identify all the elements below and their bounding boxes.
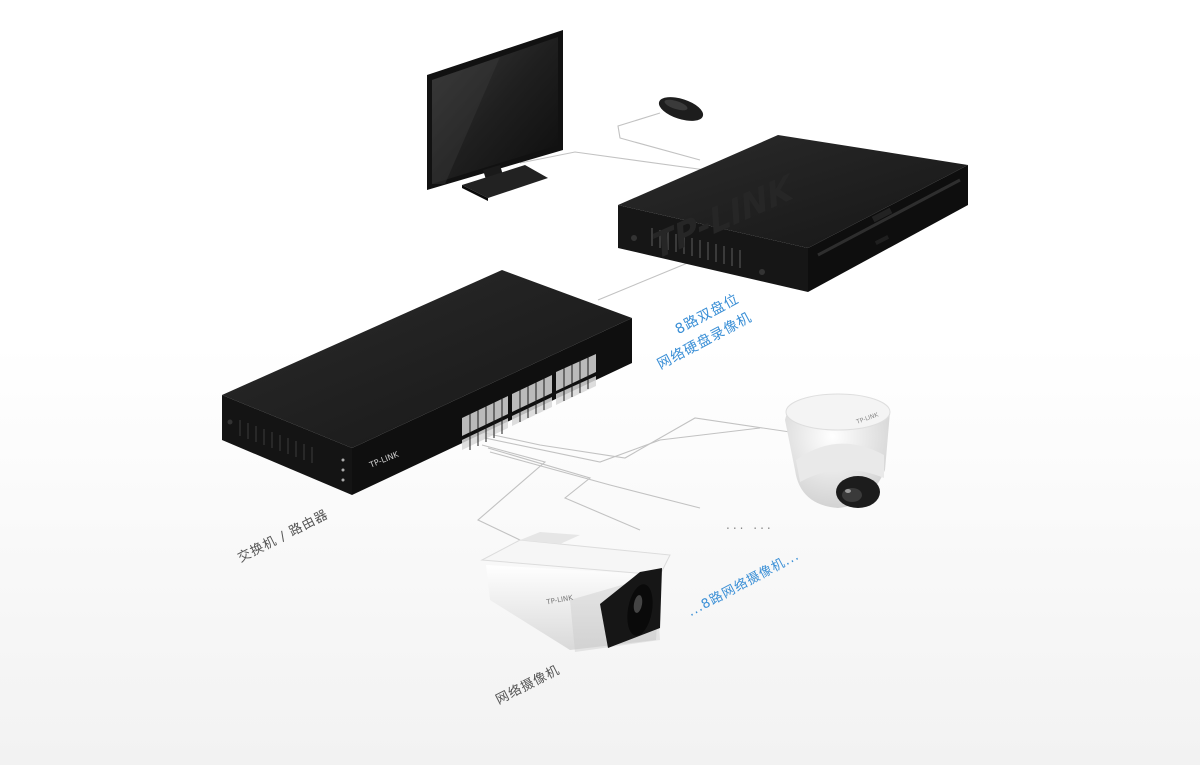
switch-ports xyxy=(462,354,596,450)
mouse xyxy=(658,97,704,121)
monitor xyxy=(427,30,563,201)
cable-switch-bullet xyxy=(477,444,547,541)
network-switch: TP-LINK xyxy=(222,270,632,495)
dome-camera: TP-LINK xyxy=(785,393,891,508)
cables xyxy=(477,112,791,541)
cable-mouse-nvr xyxy=(617,112,701,161)
nvr-recorder: TP-LINK xyxy=(618,135,968,292)
bullet-camera: TP-LINK xyxy=(480,532,671,652)
cable-switch-nvr xyxy=(597,261,691,301)
switch-vent xyxy=(239,420,313,463)
cable-switch-cam3 xyxy=(484,427,761,463)
cable-switch-cam4 xyxy=(487,447,641,531)
cable-switch-cam5 xyxy=(489,451,701,509)
cable-switch-dome xyxy=(479,417,791,459)
label-more-dots: ... ... xyxy=(726,518,774,532)
nvr-vent xyxy=(651,228,741,268)
cable-monitor-nvr xyxy=(519,151,721,173)
